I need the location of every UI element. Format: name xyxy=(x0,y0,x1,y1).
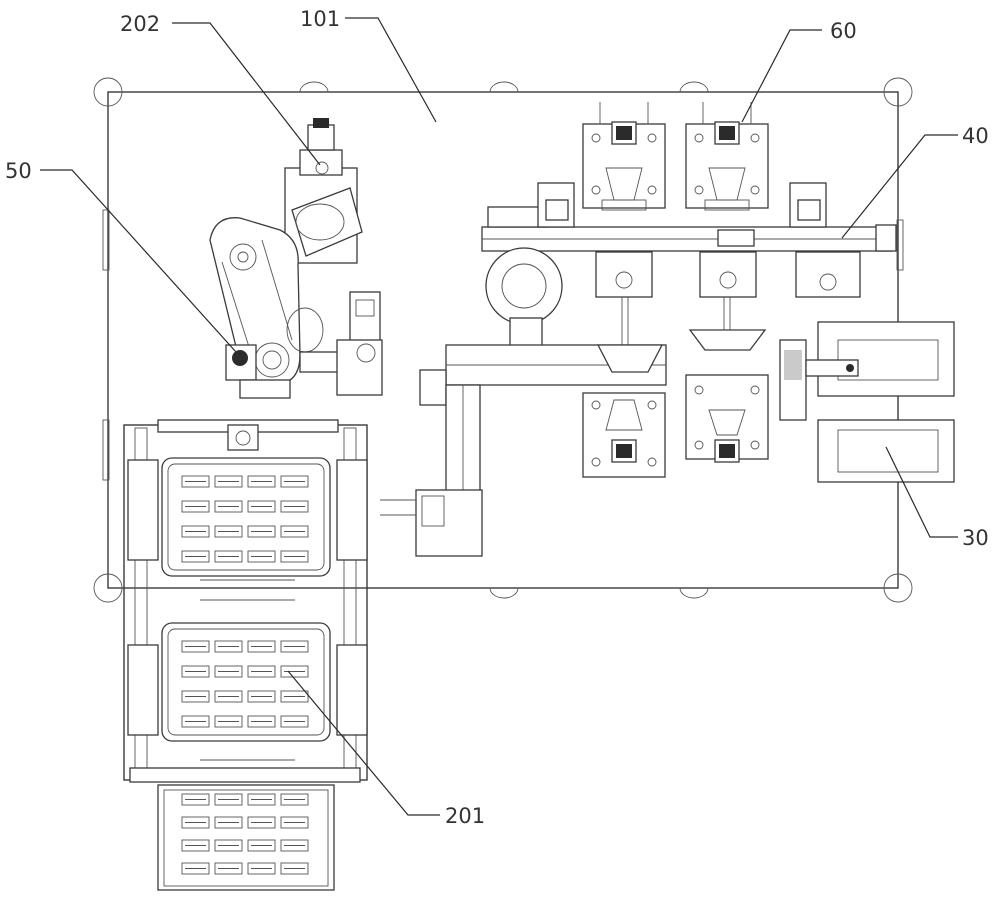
tray-cell xyxy=(247,550,276,563)
tray-cell xyxy=(247,665,276,678)
leader-lines xyxy=(40,17,958,816)
tray-cell xyxy=(181,839,210,852)
tray-cell xyxy=(214,525,243,538)
tray-cell xyxy=(247,475,276,488)
tray-cell xyxy=(181,862,210,875)
label-201: 201 xyxy=(445,804,485,828)
tray-cell xyxy=(181,793,210,806)
tray-cell xyxy=(214,862,243,875)
tray-cell xyxy=(247,500,276,513)
tray-cell xyxy=(181,640,210,653)
tray-cell xyxy=(280,550,309,563)
tray-cell xyxy=(280,715,309,728)
tray-cell xyxy=(280,793,309,806)
tray-cells xyxy=(181,475,309,875)
tray-cell xyxy=(181,665,210,678)
tray-cell xyxy=(247,715,276,728)
tray-cell xyxy=(181,816,210,829)
tray-cell xyxy=(280,862,309,875)
tray-3 xyxy=(157,784,335,891)
tray-cell xyxy=(280,475,309,488)
tray-cell xyxy=(214,665,243,678)
robot-arm-202 xyxy=(209,118,383,399)
station-60-bottom-right xyxy=(685,329,769,463)
station-60-top-left xyxy=(582,102,666,211)
label-30: 30 xyxy=(962,526,989,550)
label-50: 50 xyxy=(5,159,32,183)
tray-cell xyxy=(214,475,243,488)
tray-cell xyxy=(280,640,309,653)
tray-cell xyxy=(247,525,276,538)
station-60-top-right xyxy=(685,102,769,211)
tray-cell xyxy=(214,816,243,829)
tray-cell xyxy=(280,690,309,703)
tray-cell xyxy=(214,640,243,653)
tray-cell xyxy=(214,690,243,703)
tray-cell xyxy=(214,715,243,728)
tray-cell xyxy=(214,839,243,852)
tray-cell xyxy=(280,816,309,829)
tray-cell xyxy=(247,816,276,829)
tray-cell xyxy=(247,690,276,703)
tray-cell xyxy=(280,500,309,513)
tray-cell xyxy=(214,793,243,806)
tray-cell xyxy=(214,550,243,563)
tray-cell xyxy=(280,665,309,678)
tray-cell xyxy=(280,839,309,852)
tray-cell xyxy=(247,793,276,806)
tray-cell xyxy=(181,690,210,703)
tray-1 xyxy=(161,457,331,577)
tray-2 xyxy=(161,622,331,742)
tray-cell xyxy=(247,640,276,653)
tray-cell xyxy=(181,525,210,538)
tray-cell xyxy=(181,715,210,728)
tray-cell xyxy=(181,500,210,513)
label-202: 202 xyxy=(120,12,160,36)
tray-cell xyxy=(247,862,276,875)
tray-cell xyxy=(280,525,309,538)
label-60: 60 xyxy=(830,19,857,43)
label-101: 101 xyxy=(300,7,340,31)
tray-cell xyxy=(181,475,210,488)
transfer-rail-40 xyxy=(481,182,897,345)
tray-cell xyxy=(181,550,210,563)
tray-cell xyxy=(214,500,243,513)
tray-magazine-201 xyxy=(123,419,368,783)
tray-cell xyxy=(247,839,276,852)
linear-module xyxy=(380,247,667,557)
station-60-bottom-left xyxy=(582,392,666,478)
label-40: 40 xyxy=(962,124,989,148)
conveyor-30 xyxy=(779,321,955,483)
